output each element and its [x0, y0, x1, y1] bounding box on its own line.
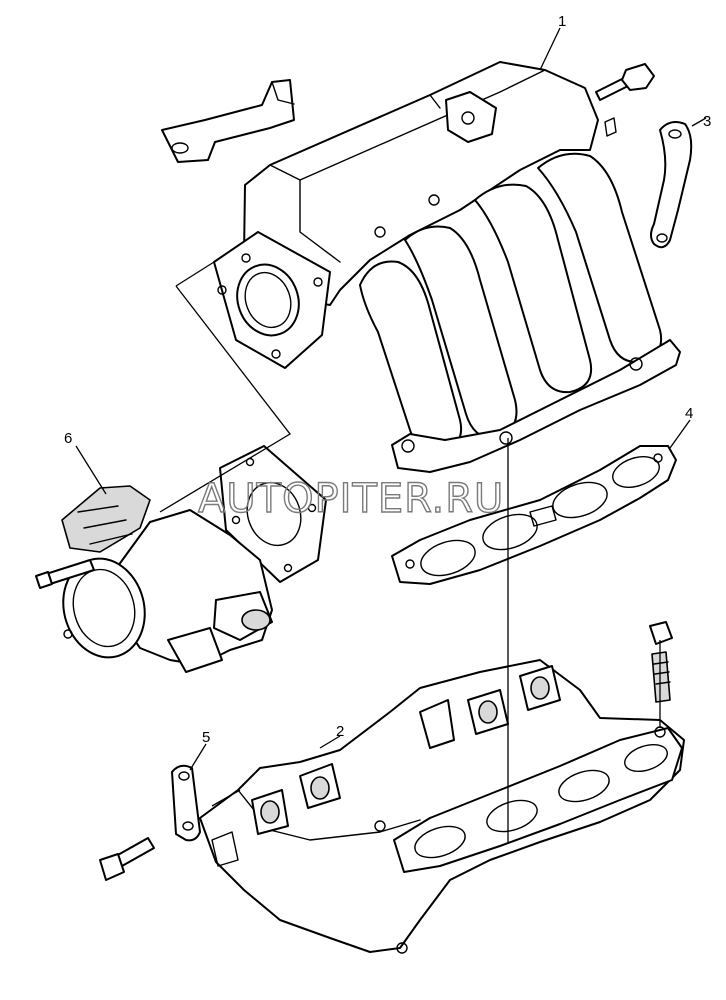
bolt-top: [595, 63, 655, 101]
callout-3: 3: [703, 113, 711, 130]
callout-4: 4: [685, 405, 693, 422]
callout-6: 6: [64, 430, 72, 447]
stud-and-nut: [649, 621, 673, 703]
bracket: [171, 764, 201, 842]
manifold-gasket: [391, 445, 677, 585]
callout-2: 2: [336, 723, 344, 740]
support-bracket: [650, 121, 693, 249]
watermark: AUTOPITER.RU: [198, 476, 504, 522]
upper-intake-manifold: [213, 61, 681, 473]
lower-bolt: [99, 837, 155, 881]
leader-lines: [75, 27, 707, 842]
throttle-bolt: [35, 559, 95, 589]
rail-bracket: [161, 79, 295, 163]
callout-1: 1: [558, 13, 566, 30]
lower-intake-manifold: [199, 659, 685, 954]
callout-5: 5: [202, 729, 210, 746]
throttle-body: [61, 485, 273, 673]
